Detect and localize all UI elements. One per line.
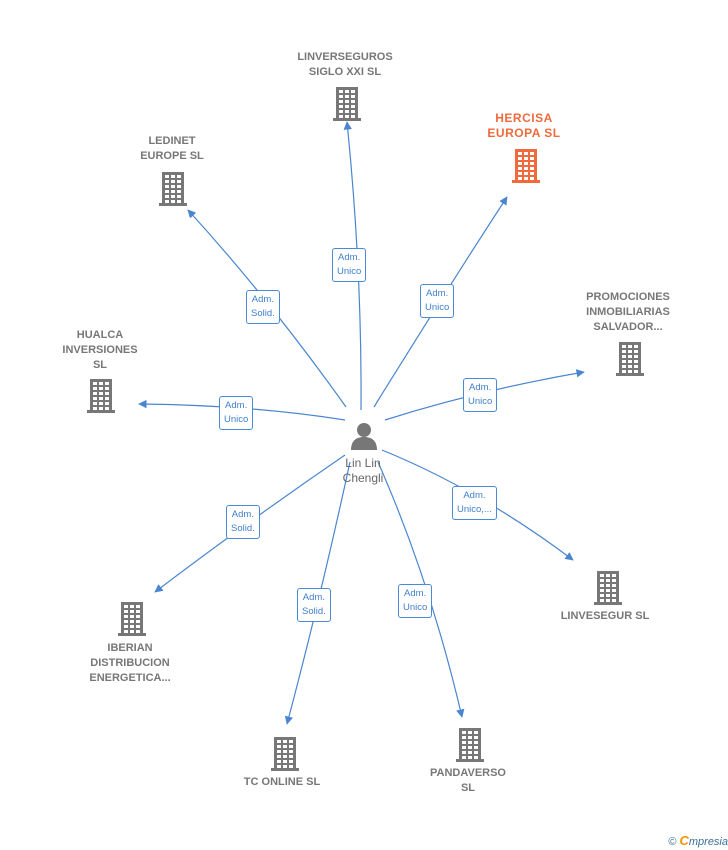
role-badge-ledinet[interactable]: Adm.Solid. (246, 290, 280, 324)
role-badge-pandaverso[interactable]: Adm.Unico (398, 584, 433, 618)
company-label-tconline[interactable]: TC ONLINE SL (243, 776, 321, 788)
brand-name: mpresia (688, 836, 728, 848)
person-name[interactable]: Lin Lin Chengli (342, 456, 384, 485)
building-icon-pandaverso[interactable] (455, 726, 485, 762)
building-icon-promociones[interactable] (615, 340, 645, 376)
role-badge-hualca[interactable]: Adm.Unico (219, 396, 254, 430)
building-icon-hualca[interactable] (86, 377, 116, 413)
footer-brand: © Cmpresia (668, 833, 728, 848)
role-badge-hercisa[interactable]: Adm.Unico (420, 284, 455, 318)
role-badge-promociones[interactable]: Adm.Unico (463, 378, 498, 412)
building-icon-iberian[interactable] (117, 600, 147, 636)
brand-initial: C (679, 833, 689, 848)
role-badge-tconline[interactable]: Adm.Solid. (297, 588, 331, 622)
person-icon[interactable] (348, 420, 380, 452)
building-icon-tconline[interactable] (270, 735, 300, 771)
company-label-linvesegur[interactable]: LINVESEGUR SL (560, 610, 650, 622)
role-badge-linvesegur[interactable]: Adm.Unico,... (452, 486, 497, 520)
building-icon-linvesegur[interactable] (593, 569, 623, 605)
building-icon-linverseguros[interactable] (332, 85, 362, 121)
building-icon-ledinet[interactable] (158, 170, 188, 206)
role-badge-linverseguros[interactable]: Adm.Unico (332, 248, 367, 282)
role-badge-iberian[interactable]: Adm.Solid. (226, 505, 260, 539)
building-icon-hercisa[interactable] (511, 147, 541, 183)
